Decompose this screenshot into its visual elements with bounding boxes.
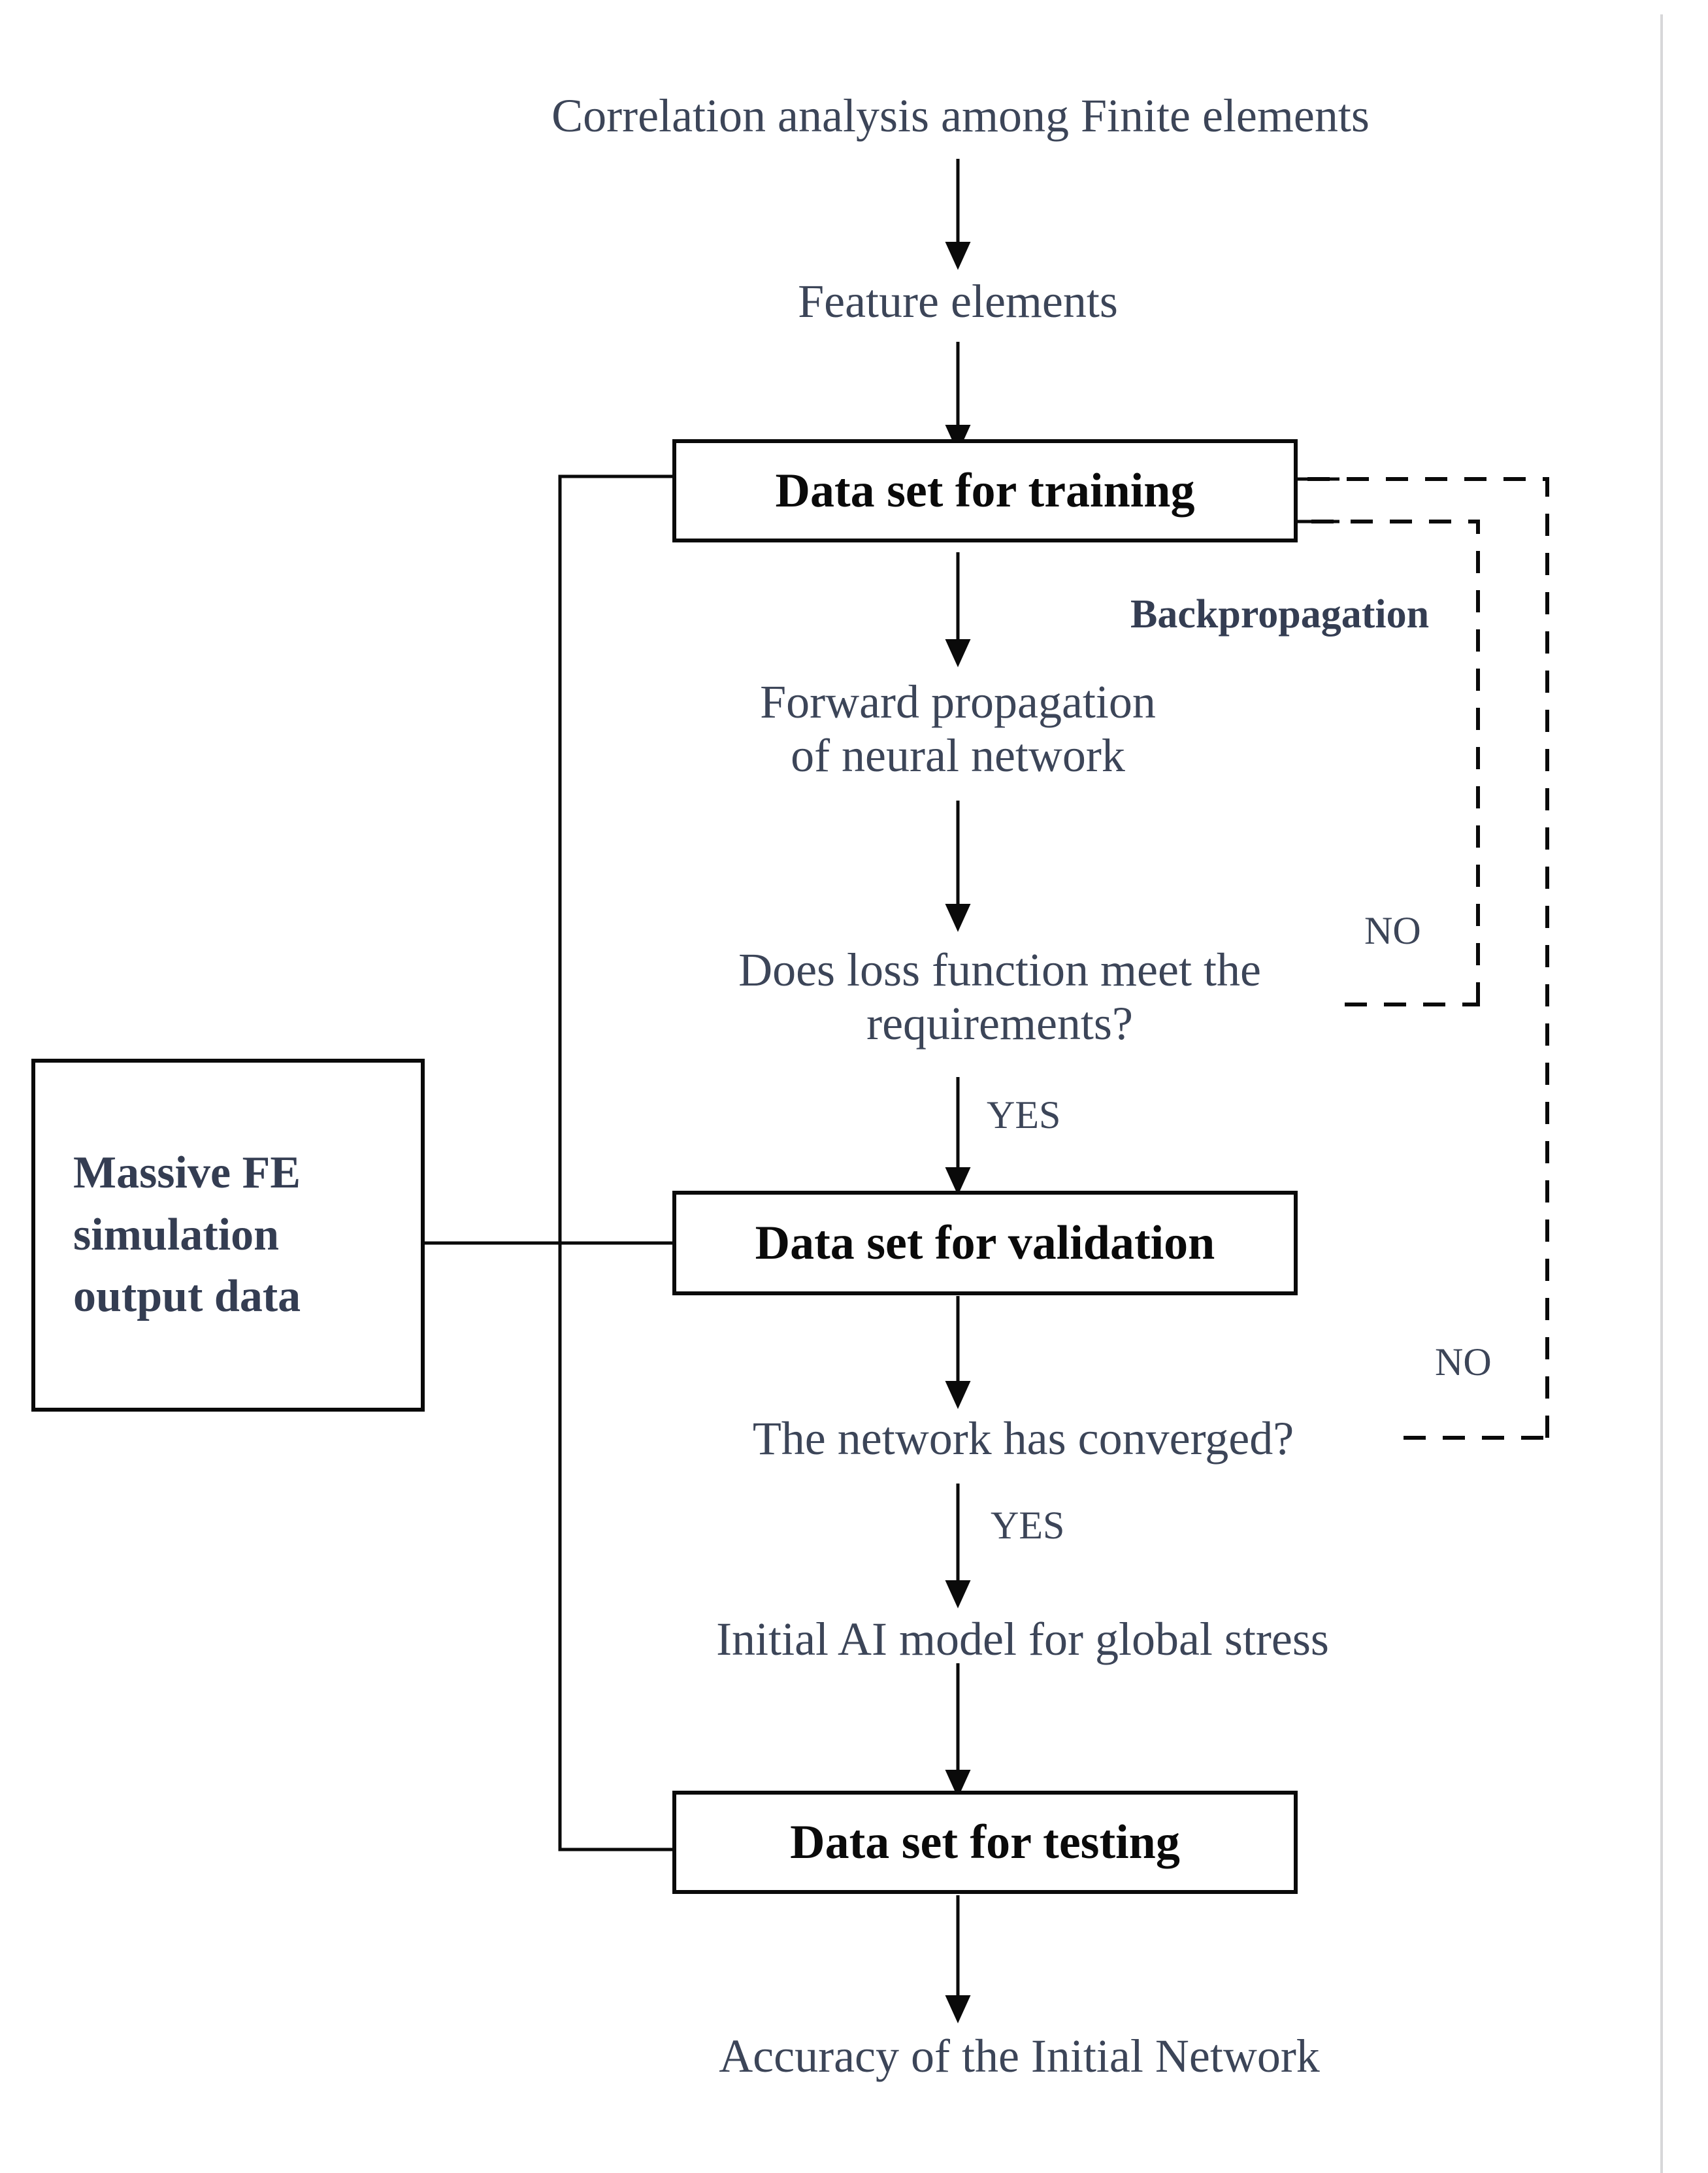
node-data-set-testing[interactable]: Data set for testing <box>672 1791 1298 1894</box>
node-accuracy-output: Accuracy of the Initial Network <box>719 2029 1320 2082</box>
label-loss-no: NO <box>1364 909 1421 952</box>
label-converged-yes: YES <box>991 1504 1065 1547</box>
node-data-set-validation[interactable]: Data set for validation <box>672 1191 1298 1295</box>
node-data-set-training[interactable]: Data set for training <box>672 439 1298 542</box>
node-initial-ai-model: Initial AI model for global stress <box>716 1612 1329 1665</box>
node-forward-propagation: Forward propagation of neural network <box>760 675 1156 782</box>
node-correlation-analysis: Correlation analysis among Finite elemen… <box>551 89 1370 142</box>
node-feature-elements: Feature elements <box>798 274 1118 327</box>
label-backpropagation: Backpropagation <box>1130 592 1430 637</box>
node-massive-fe-data[interactable]: Massive FE simulation output data <box>31 1059 425 1412</box>
page-margin-rule <box>1660 14 1663 2173</box>
label-loss-yes: YES <box>987 1093 1061 1136</box>
label-converged-no: NO <box>1435 1340 1492 1384</box>
node-converged-question: The network has converged? <box>752 1412 1294 1465</box>
node-loss-function-question: Does loss function meet the requirements… <box>738 943 1261 1050</box>
